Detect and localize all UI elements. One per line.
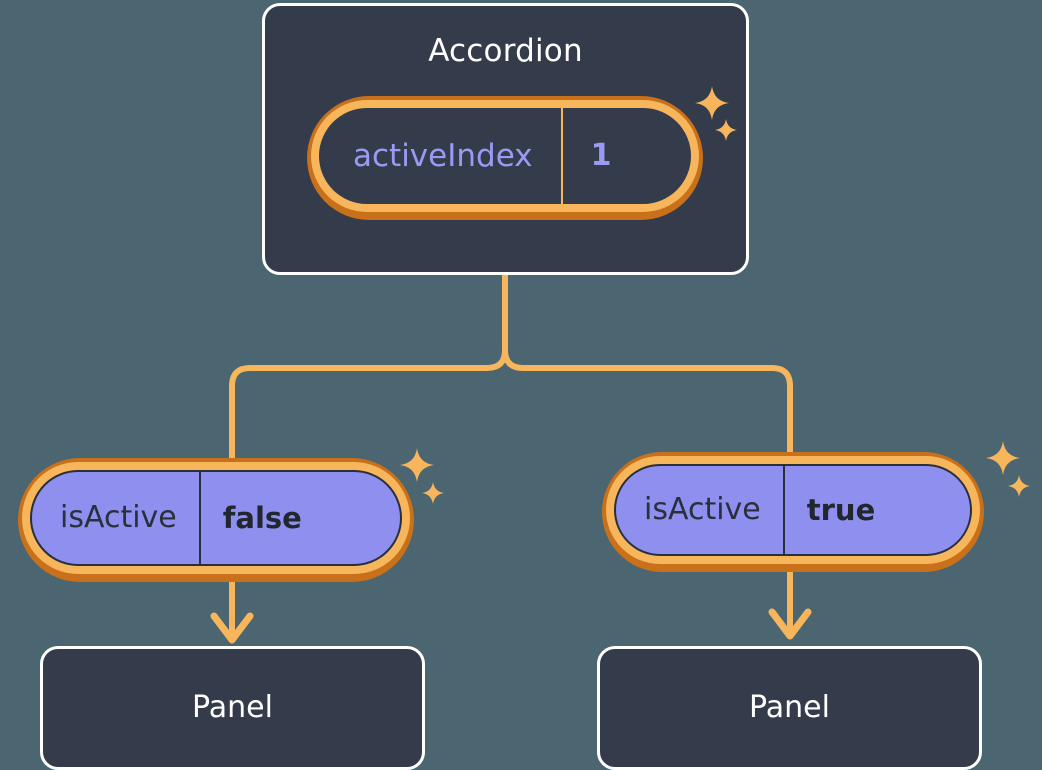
connector-root-to-right	[502, 269, 793, 473]
prop-pill-value-isactive-right: true	[782, 466, 903, 554]
prop-pill-isactive-left[interactable]: isActive false	[18, 458, 414, 582]
component-box-panel-right[interactable]: Panel	[597, 646, 982, 770]
state-pill-value-activeindex: 1	[560, 108, 646, 204]
prop-pill-body-right: isActive true	[614, 464, 972, 556]
prop-pill-body-left: isActive false	[30, 470, 402, 566]
component-box-panel-left[interactable]: Panel	[40, 646, 425, 770]
component-title-accordion: Accordion	[428, 33, 583, 69]
prop-pill-ring-inner-left: isActive false	[22, 462, 410, 574]
state-pill-key-activeindex: activeIndex	[353, 137, 533, 174]
sparkle-four-point-icon	[985, 440, 1021, 476]
component-title-panel-right: Panel	[749, 690, 830, 725]
prop-pill-ring-inner-right: isActive true	[606, 456, 980, 564]
state-pill-ring-inner: activeIndex 1	[311, 100, 699, 212]
component-title-panel-left: Panel	[192, 690, 273, 725]
arrow-down-icon-right	[768, 608, 812, 640]
prop-pill-value-isactive-left: false	[198, 472, 330, 564]
sparkle-four-point-small-icon	[1007, 474, 1031, 498]
sparkle-four-point-icon	[399, 447, 435, 483]
prop-pill-key-isactive-left: isActive	[60, 500, 177, 535]
state-pill-body: activeIndex 1	[319, 108, 691, 204]
prop-pill-key-isactive-right: isActive	[644, 492, 761, 527]
connector-root-to-left	[229, 269, 508, 473]
state-pill-activeindex[interactable]: activeIndex 1	[307, 96, 703, 220]
sparkle-four-point-small-icon	[421, 481, 445, 505]
arrow-down-icon-left	[210, 612, 254, 644]
prop-pill-isactive-right[interactable]: isActive true	[602, 452, 984, 572]
